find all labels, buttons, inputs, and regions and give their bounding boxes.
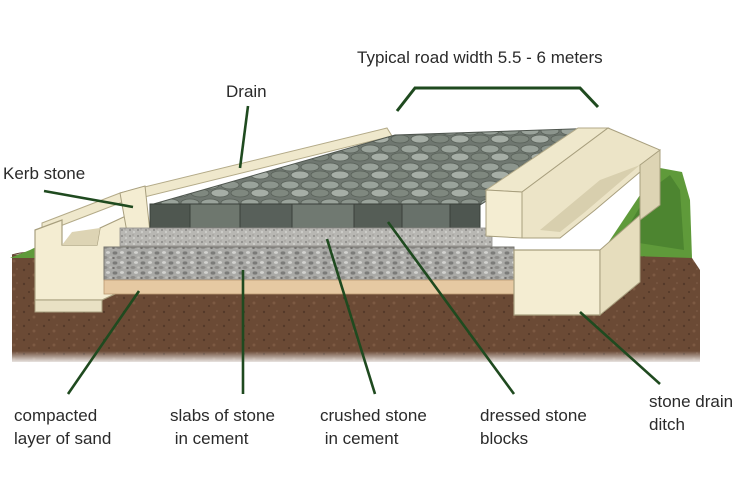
road-width-bracket: [395, 86, 600, 112]
kerb-stone-leader-line: [43, 189, 134, 209]
compacted-sand-layer: [103, 279, 515, 295]
drain-leader-line: [238, 105, 250, 169]
compacted-sand-leader-line: [66, 290, 141, 395]
drain-ditch-label: stone drain ditch: [649, 392, 734, 434]
right-kerb-stone: [484, 127, 661, 317]
crushed-stone-leader-line: [325, 238, 377, 395]
dressed-stone-label: dressed stone blocks: [480, 406, 587, 448]
dressed-stone-block-row: [149, 203, 481, 229]
crushed-stone-layer: [119, 227, 493, 247]
dressed-stone-leader-line: [386, 221, 516, 395]
road-width-label: Typical road width 5.5 - 6 meters: [357, 48, 603, 67]
compacted-sand-label: compacted layer of sand: [14, 406, 112, 448]
slabs-of-stone-label: slabs of stone in cement: [170, 406, 275, 448]
drain-label: Drain: [226, 82, 267, 101]
stone-slab-layer: [103, 246, 515, 281]
drain-ditch-leader-line: [579, 311, 661, 385]
kerb-stone-label: Kerb stone: [3, 164, 86, 183]
crushed-stone-label: crushed stone in cement: [320, 406, 427, 448]
leader-lines: [43, 105, 661, 395]
